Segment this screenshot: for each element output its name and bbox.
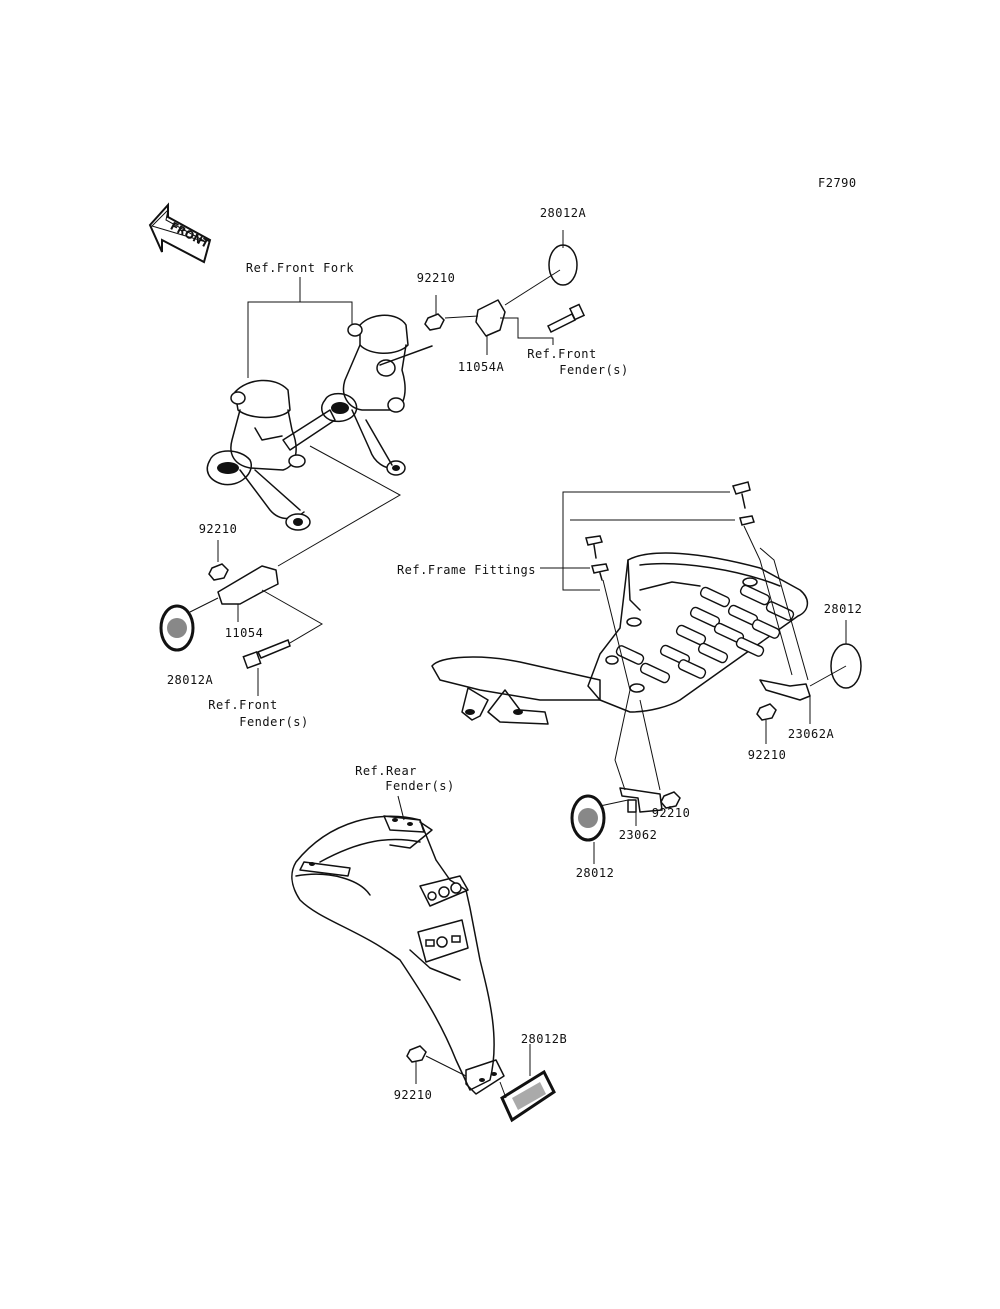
bolt-front-fender-top (546, 303, 586, 334)
label-ref-front-fender-top-2: Fender(s) (559, 363, 629, 377)
front-arrow-icon: FRONT (148, 202, 212, 264)
label-part-92210-right: 92210 (747, 748, 787, 762)
label-ref-rear-fender-1: Ref.Rear (355, 764, 417, 778)
rack-slots (615, 584, 795, 684)
label-part-28012-right: 28012 (823, 602, 863, 616)
label-part-28012-mid: 28012 (575, 866, 615, 880)
label-ref-front-fender-left-1: Ref.Front (208, 698, 278, 712)
nut-92210-bottom (406, 1045, 427, 1063)
screw-group (585, 481, 755, 581)
label-part-28012B: 28012B (520, 1032, 568, 1046)
nut-92210-left (208, 563, 229, 581)
rear-fender (291, 795, 556, 1123)
rear-carrier (431, 481, 809, 791)
label-ref-front-fender-left-2: Fender(s) (239, 715, 309, 729)
diagram-id: F2790 (818, 176, 857, 190)
left-reflector-group (159, 445, 402, 696)
label-part-92210-bottom: 92210 (393, 1088, 433, 1102)
label-part-11054A: 11054A (457, 360, 505, 374)
label-part-92210-left: 92210 (198, 522, 238, 536)
bracket-23062 (619, 787, 663, 813)
right-reflector-group (756, 620, 862, 744)
nut-92210-top (424, 313, 445, 331)
bracket-23062A (759, 679, 811, 701)
label-ref-rear-fender-2: Fender(s) (385, 779, 455, 793)
reflector-28012A-top (548, 244, 578, 286)
label-part-28012A-left: 28012A (166, 673, 214, 687)
label-ref-front-fork: Ref.Front Fork (245, 261, 355, 275)
middle-reflector-group (570, 787, 681, 864)
label-part-92210-top: 92210 (416, 271, 456, 285)
bracket-11054A (475, 299, 506, 337)
top-reflector-group (424, 230, 586, 355)
label-ref-frame-fittings: Ref.Frame Fittings (396, 563, 536, 577)
label-part-23062: 23062 (618, 828, 658, 842)
label-part-92210-mid: 92210 (651, 806, 691, 820)
bolt-front-fender-left (242, 639, 291, 669)
nut-92210-mid (660, 791, 681, 809)
front-fork-assembly (206, 277, 433, 531)
label-part-11054: 11054 (224, 626, 264, 640)
nut-92210-right (756, 703, 777, 721)
label-part-28012A-top: 28012A (539, 206, 587, 220)
bracket-11054 (217, 565, 279, 605)
label-ref-front-fender-top-1: Ref.Front (527, 347, 597, 361)
label-part-23062A: 23062A (787, 727, 835, 741)
